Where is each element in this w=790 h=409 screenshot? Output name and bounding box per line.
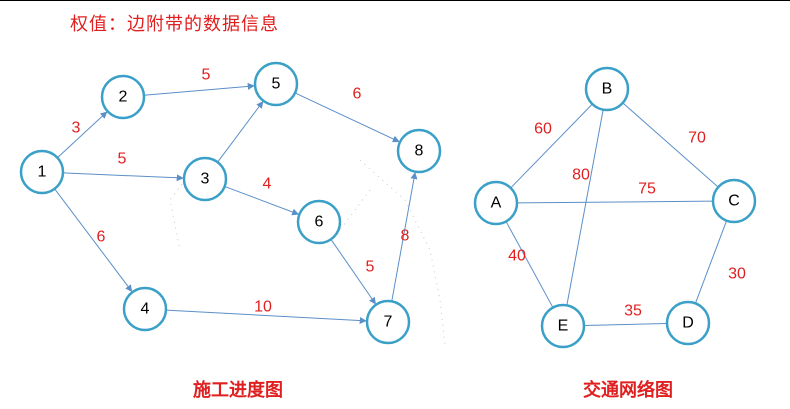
node-3: 3	[182, 156, 228, 202]
node-C: C	[711, 178, 757, 224]
node-A: A	[473, 180, 519, 226]
node-D: D	[665, 300, 711, 346]
caption-construction-chart: 施工进度图	[193, 380, 283, 401]
edge-weight-A-C: 75	[638, 181, 656, 198]
node-label-1: 1	[38, 164, 47, 181]
edge-weight-5-8: 6	[353, 86, 362, 103]
edges-layer	[54, 82, 728, 326]
node-8: 8	[396, 128, 442, 174]
node-label-2: 2	[119, 89, 128, 106]
edge-B-C	[622, 102, 718, 187]
caption-traffic-network: 交通网络图	[583, 380, 673, 401]
node-2: 2	[100, 74, 146, 120]
node-label-A: A	[491, 195, 502, 212]
node-circle-4	[122, 286, 168, 332]
node-circle-C	[711, 178, 757, 224]
node-circle-2	[100, 74, 146, 120]
node-circle-7	[365, 299, 411, 345]
edge-1-2	[57, 111, 108, 159]
edge-weight-3-6: 4	[263, 176, 272, 193]
node-E: E	[540, 303, 586, 349]
node-circle-A	[473, 180, 519, 226]
node-circle-D	[665, 300, 711, 346]
node-circle-E	[540, 303, 586, 349]
node-label-7: 7	[384, 314, 393, 331]
edge-weight-7-8: 8	[401, 228, 410, 245]
node-5: 5	[253, 61, 299, 107]
node-label-D: D	[682, 315, 694, 332]
node-circle-B	[584, 66, 630, 112]
node-circle-3	[182, 156, 228, 202]
edge-weight-A-E: 40	[508, 248, 526, 265]
node-circle-8	[396, 128, 442, 174]
top-divider	[0, 0, 790, 1]
edge-weight-1-3: 5	[118, 151, 127, 168]
edge-5-8	[294, 92, 400, 143]
edge-B-E	[566, 109, 604, 305]
decorative-dots	[169, 159, 446, 346]
edge-A-E	[505, 221, 553, 307]
edge-4-7	[165, 309, 367, 324]
node-circle-1	[19, 149, 65, 195]
edge-1-4	[54, 188, 133, 292]
node-4: 4	[122, 286, 168, 332]
edge-weight-B-E: 80	[572, 167, 590, 184]
edge-weight-1-4: 6	[97, 229, 106, 246]
edge-A-C	[516, 200, 713, 204]
edge-3-5	[217, 101, 264, 163]
edge-weight-2-5: 5	[202, 67, 211, 84]
edge-weight-1-2: 3	[72, 120, 81, 137]
node-circle-6	[296, 199, 342, 245]
edge-C-D	[695, 220, 728, 303]
edge-weight-B-C: 70	[688, 130, 706, 147]
node-label-6: 6	[315, 214, 324, 231]
node-1: 1	[19, 149, 65, 195]
edge-A-B	[510, 104, 593, 189]
edge-6-7	[330, 239, 376, 305]
node-label-3: 3	[201, 171, 210, 188]
edge-2-5	[143, 82, 255, 96]
node-7: 7	[365, 299, 411, 345]
node-6: 6	[296, 199, 342, 245]
node-label-4: 4	[141, 301, 150, 318]
node-label-C: C	[728, 193, 740, 210]
slide-title: 权值：边附带的数据信息	[70, 14, 279, 35]
edge-weight-C-D: 30	[728, 266, 746, 283]
node-circle-5	[253, 61, 299, 107]
edge-7-8	[391, 171, 418, 302]
edge-3-6	[224, 185, 300, 216]
node-label-5: 5	[272, 76, 281, 93]
edge-weight-E-D: 35	[624, 303, 642, 320]
node-label-E: E	[558, 318, 569, 335]
node-B: B	[584, 66, 630, 112]
edge-weight-4-7: 10	[254, 299, 272, 316]
node-label-B: B	[602, 81, 613, 98]
node-label-8: 8	[415, 143, 424, 160]
edge-weight-6-7: 5	[366, 259, 375, 276]
edge-1-3	[62, 172, 184, 182]
edge-weight-A-B: 60	[534, 121, 552, 138]
edge-E-D	[583, 323, 667, 326]
